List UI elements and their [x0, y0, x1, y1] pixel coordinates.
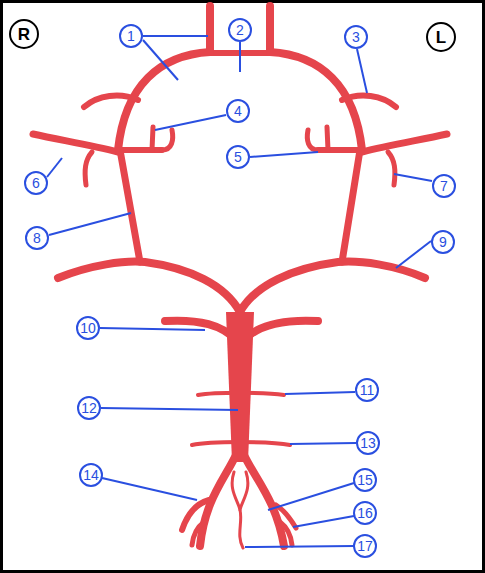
- callout-number: 9: [439, 235, 447, 249]
- callout-circle: 16: [353, 501, 377, 525]
- callout-number: 17: [357, 539, 373, 553]
- callout-number: 12: [81, 401, 97, 415]
- callout-circle: 17: [353, 534, 377, 558]
- callout-circle: 6: [24, 171, 48, 195]
- callout-number: 8: [33, 231, 41, 245]
- callout-circle: 5: [226, 145, 250, 169]
- callout-number: 7: [440, 179, 448, 193]
- callout-number: 13: [360, 436, 376, 450]
- callout-number: 11: [360, 383, 375, 397]
- callout-circle: 8: [25, 226, 49, 250]
- side-marker: L: [426, 22, 456, 52]
- arteries: [33, 6, 447, 548]
- callout-circle: 14: [79, 463, 103, 487]
- callout-number: R: [18, 26, 30, 43]
- callout-number: 3: [352, 30, 360, 44]
- callout-number: 10: [80, 321, 96, 335]
- callout-number: 4: [234, 104, 242, 118]
- callout-circle: 7: [432, 174, 456, 198]
- callout-circle: 4: [226, 99, 250, 123]
- callout-number: 2: [236, 23, 244, 37]
- basilar-artery: [226, 312, 254, 462]
- callout-number: 1: [127, 29, 135, 43]
- callout-circle: 1: [119, 24, 143, 48]
- callout-number: 5: [234, 150, 242, 164]
- callout-circle: 2: [228, 18, 252, 42]
- callout-number: 14: [83, 468, 99, 482]
- callout-circle: 9: [431, 230, 455, 254]
- callout-number: 6: [32, 176, 40, 190]
- callout-number: L: [436, 29, 446, 46]
- leader-lines: [47, 36, 432, 547]
- callout-circle: 12: [77, 396, 101, 420]
- callout-circle: 11: [355, 378, 379, 402]
- callout-circle: 3: [344, 25, 368, 49]
- callout-number: 16: [357, 506, 373, 520]
- callout-number: 15: [357, 473, 373, 487]
- side-marker: R: [9, 19, 39, 49]
- callout-circle: 15: [353, 468, 377, 492]
- callout-circle: 13: [356, 431, 380, 455]
- callout-circle: 10: [76, 316, 100, 340]
